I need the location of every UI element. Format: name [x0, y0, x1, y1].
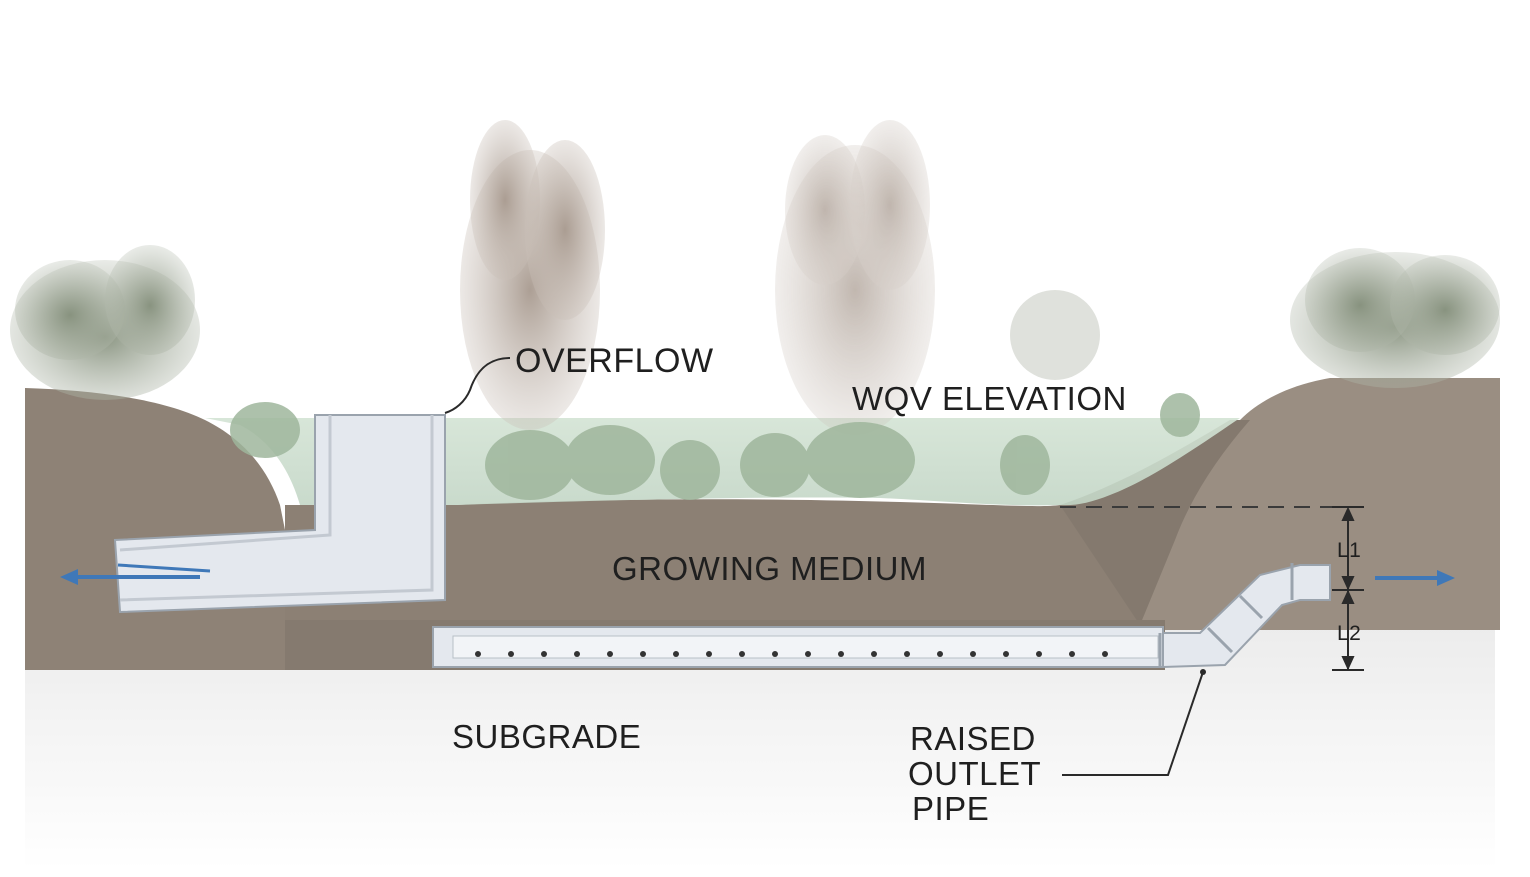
perforation-dot	[739, 651, 745, 657]
flowering-plant	[1010, 290, 1100, 380]
basin-vegetation	[230, 393, 1200, 500]
pipe-perforations	[475, 651, 1108, 657]
perforation-dot	[1003, 651, 1009, 657]
flow-arrow-left	[60, 569, 200, 585]
overflow-leader-line	[444, 357, 511, 414]
perforation-dot	[706, 651, 712, 657]
label-growing-medium: GROWING MEDIUM	[612, 550, 927, 587]
perforation-dot	[871, 651, 877, 657]
right-shrub	[1290, 248, 1500, 388]
dimension-markers	[1332, 506, 1364, 671]
perforation-dot	[574, 651, 580, 657]
label-raised: RAISED	[910, 720, 1036, 757]
perforation-dot	[541, 651, 547, 657]
perforation-dot	[1069, 651, 1075, 657]
perforation-dot	[475, 651, 481, 657]
perforation-dot	[508, 651, 514, 657]
label-wqv-elevation: WQV ELEVATION	[852, 380, 1127, 417]
label-overflow: OVERFLOW	[515, 342, 714, 380]
outlet-leader-line	[1062, 671, 1204, 776]
perforation-dot	[772, 651, 778, 657]
tall-grass-plume-center	[775, 120, 935, 435]
label-l1: L1	[1337, 539, 1361, 562]
label-pipe: PIPE	[912, 790, 989, 827]
perforation-dot	[640, 651, 646, 657]
perforation-dot	[937, 651, 943, 657]
perforation-dot	[904, 651, 910, 657]
right-berm	[1130, 378, 1500, 630]
overflow-structure	[113, 414, 446, 614]
label-outlet: OUTLET	[908, 755, 1041, 792]
outlet-leader-dot	[1200, 669, 1206, 675]
right-slope-shade	[1060, 420, 1250, 625]
raised-outlet-elbow	[1162, 563, 1331, 669]
perforation-dot	[1102, 651, 1108, 657]
flow-arrow-right	[1375, 570, 1455, 586]
tall-grass-plume-left	[460, 120, 605, 430]
perforation-dot	[838, 651, 844, 657]
ponding-water	[205, 418, 1240, 506]
perforated-underdrain-pipe	[432, 626, 1164, 668]
perforation-dot	[805, 651, 811, 657]
perforation-dot	[970, 651, 976, 657]
perforation-dot	[1036, 651, 1042, 657]
growing-medium-layer	[285, 499, 1140, 630]
perforation-dot	[607, 651, 613, 657]
left-shrub	[10, 245, 200, 400]
label-subgrade: SUBGRADE	[452, 718, 641, 755]
label-l2: L2	[1337, 622, 1361, 645]
perforation-dot	[673, 651, 679, 657]
